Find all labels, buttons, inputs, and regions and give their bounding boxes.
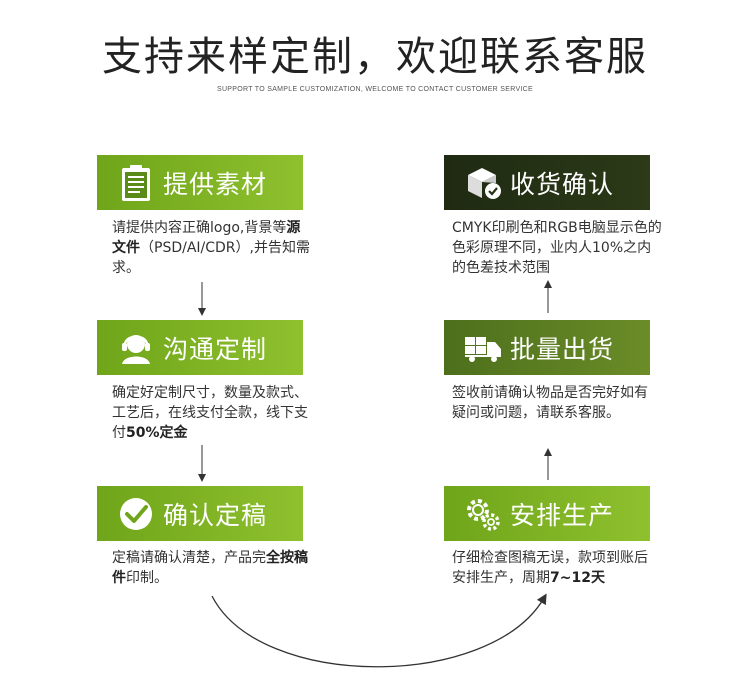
step-label: 批量出货 (510, 334, 615, 364)
page-subtitle: SUPPORT TO SAMPLE CUSTOMIZATION, WELCOME… (216, 86, 533, 93)
step-label: 安排生产 (510, 500, 615, 530)
step-label: 提供素材 (163, 169, 268, 199)
step-communicate-customize: 沟通定制 (97, 320, 303, 375)
box-check-icon (464, 164, 502, 202)
truck-icon (464, 329, 502, 367)
step-description: 确定好定制尺寸，数量及款式、工艺后，在线支付全款，线下支付50%定金 (112, 385, 308, 441)
step-description: 签收前请确认物品是否完好如有疑问或问题，请联系客服。 (452, 385, 648, 421)
curved-arrow (211, 593, 547, 668)
step-label: 确认定稿 (163, 500, 268, 530)
step-description: 仔细检查图稿无误，款项到账后安排生产，周期7~12天 (452, 550, 648, 586)
step-provide-materials: 提供素材 (97, 155, 303, 210)
step-confirm-draft: 确认定稿 (97, 486, 303, 541)
clipboard-icon (117, 164, 155, 202)
step-arrange-production: 安排生产 (444, 486, 650, 541)
step-label: 沟通定制 (163, 334, 268, 364)
step-label: 收货确认 (510, 169, 615, 199)
step-batch-shipping: 批量出货 (444, 320, 650, 375)
headset-icon (117, 329, 155, 367)
check-circle-icon (117, 495, 155, 533)
step-description: 定稿请确认清楚，产品完全按稿件印制。 (112, 550, 308, 586)
page-title: 支持来样定制，欢迎联系客服 (102, 34, 648, 80)
step-description: CMYK印刷色和RGB电脑显示色的色彩原理不同，业内人10%之内的色差技术范围 (452, 220, 662, 276)
step-receipt-confirm: 收货确认 (444, 155, 650, 210)
gears-icon (464, 495, 502, 533)
step-description: 请提供内容正确logo,背景等源文件（PSD/AI/CDR）,并告知需求。 (112, 220, 310, 276)
